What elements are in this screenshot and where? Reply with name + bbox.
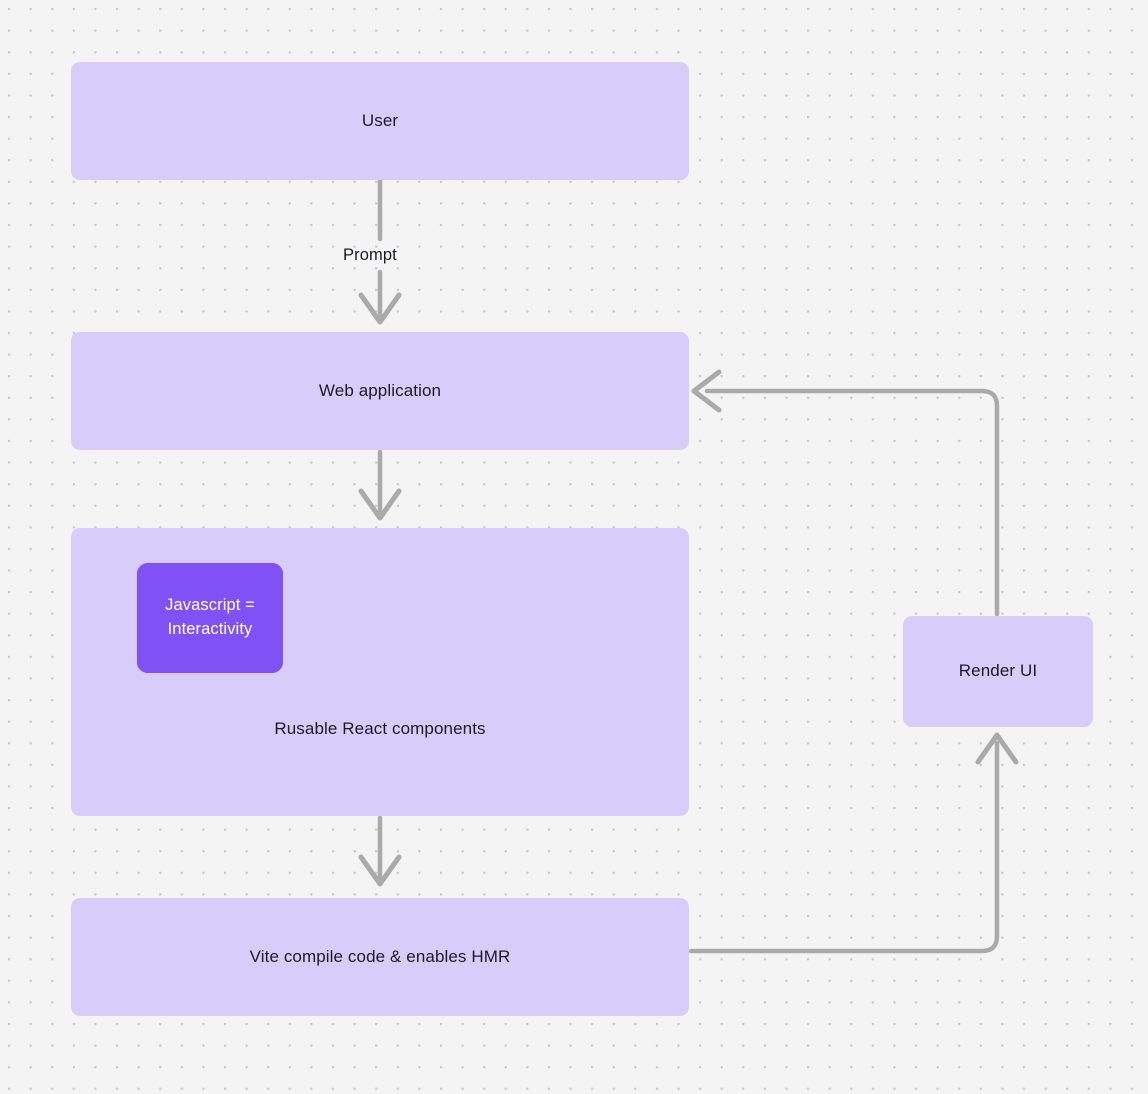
edge-webapp-to-components [358, 449, 402, 521]
arrowhead-down-icon [358, 292, 402, 325]
node-render-ui[interactable]: Render UI [903, 616, 1093, 727]
node-user-label: User [361, 110, 399, 130]
edge-components-to-vite [358, 815, 402, 887]
node-vite-compile[interactable]: Vite compile code & enables HMR [71, 898, 689, 1016]
component-box-row: HTML = structure CSS = Styles & Layouts … [137, 563, 623, 673]
arrowhead-down-icon [358, 488, 402, 521]
edge-render-to-webapp [691, 369, 1000, 617]
edge-path [704, 388, 1000, 617]
arrowhead-left-icon [691, 369, 722, 413]
node-web-application-label: Web application [318, 380, 442, 400]
component-box-javascript-line1: Javascript = [165, 596, 255, 615]
node-vite-compile-label: Vite compile code & enables HMR [249, 946, 511, 966]
node-web-application[interactable]: Web application [71, 332, 689, 450]
node-user[interactable]: User [71, 62, 689, 180]
node-render-ui-label: Render UI [958, 661, 1038, 681]
component-box-javascript-label: Javascript = Interactivity [165, 594, 255, 642]
react-components-caption: Rusable React components [274, 719, 486, 738]
component-box-javascript[interactable]: Javascript = Interactivity [137, 563, 283, 673]
node-react-components-group[interactable]: HTML = structure CSS = Styles & Layouts … [71, 528, 689, 816]
edge-vite-to-render [688, 732, 1019, 954]
arrowhead-up-icon [975, 732, 1019, 765]
edge-label-prompt: Prompt [343, 246, 397, 264]
edge-path [688, 740, 1000, 954]
arrowhead-down-icon [358, 854, 402, 887]
component-box-javascript-line2: Interactivity [167, 620, 253, 638]
